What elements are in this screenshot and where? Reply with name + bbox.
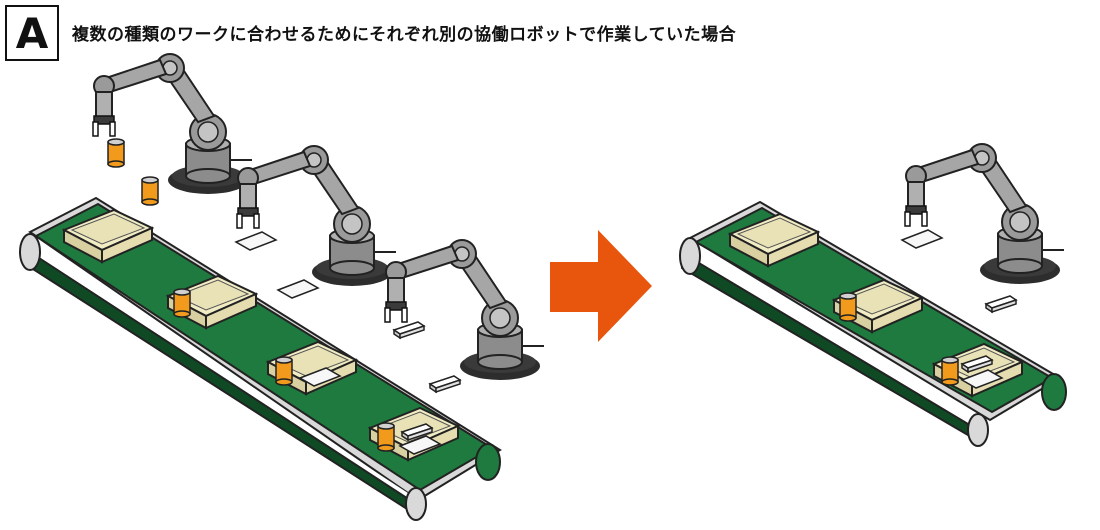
robot-1 [92, 53, 253, 195]
robot-2 [236, 145, 397, 287]
loose-bar [429, 375, 461, 393]
section-badge: A [5, 5, 59, 61]
left-tray-4-can [377, 422, 395, 452]
left-tray-2-can [173, 288, 191, 318]
robot-3-held-bar [393, 321, 425, 339]
shared-robot-loose-bar [985, 295, 1017, 313]
left-tray-3-can [275, 356, 293, 386]
loose-plate [277, 279, 319, 299]
robot-3 [384, 239, 545, 381]
robot-1-held-can [107, 138, 125, 168]
shared-robot [904, 143, 1065, 285]
loose-can [141, 176, 159, 206]
page-title: 複数の種類のワークに合わせるためにそれぞれ別の協働ロボットで作業していた場合 [72, 25, 737, 45]
shared-robot-held-plate [901, 229, 943, 249]
robot-2-held-plate [235, 231, 277, 251]
transition-arrow [550, 230, 652, 342]
right-tray-3-can [941, 356, 959, 386]
right-tray-2-can [839, 292, 857, 322]
